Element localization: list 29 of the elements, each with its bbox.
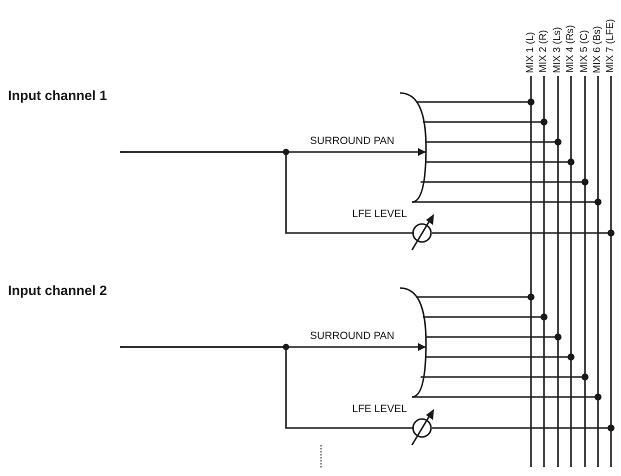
bus-label: MIX 5 (C) [579, 30, 590, 73]
signal-line [420, 178, 588, 186]
level-label: LFE LEVEL [351, 403, 407, 415]
edge-label: SURROUND PAN [310, 330, 394, 342]
signal-line [432, 424, 614, 432]
channel-heading: Input channel 1 [8, 88, 108, 103]
signal-line [416, 294, 534, 300]
signal-line [412, 394, 602, 400]
bus-label: MIX 7 (LFE) [605, 19, 616, 73]
bus-label: MIX 6 (Bs) [592, 26, 603, 73]
signal-line [422, 314, 548, 320]
signal-line [420, 374, 588, 380]
signal-line [426, 138, 562, 146]
signal-line [422, 118, 548, 126]
signal-line [426, 334, 562, 340]
bus-label: MIX 1 (L) [525, 32, 536, 73]
bus-label: MIX 3 (Ls) [552, 26, 563, 73]
signal-line [432, 230, 614, 236]
signal-line [416, 98, 534, 106]
level-label: LFE LEVEL [351, 208, 407, 220]
edge-label: SURROUND PAN [310, 135, 394, 147]
bus-label: MIX 2 (R) [538, 30, 549, 73]
signal-line [120, 346, 414, 429]
bus-label: MIX 4 (Rs) [565, 25, 576, 73]
channel-heading: Input channel 2 [8, 283, 108, 298]
signal-line [412, 198, 602, 206]
signal-line [425, 354, 574, 360]
signal-line [425, 158, 574, 166]
signal-line [120, 151, 414, 234]
